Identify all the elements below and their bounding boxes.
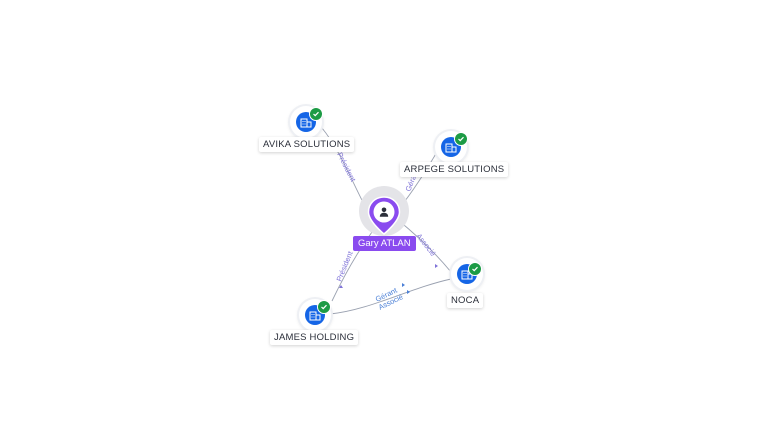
edge-james-noca	[329, 278, 452, 315]
person-marker[interactable]	[367, 196, 401, 241]
edge-arrow	[407, 290, 410, 294]
verified-check-icon	[317, 300, 331, 314]
company-label-james[interactable]: JAMES HOLDING	[270, 330, 359, 345]
verified-check-icon	[454, 132, 468, 146]
edge-label-noca: Associé	[414, 232, 437, 258]
edge-arrow	[402, 283, 405, 287]
edge-arrow	[339, 285, 343, 288]
company-label-avika[interactable]: AVIKA SOLUTIONS	[259, 137, 355, 152]
verified-check-icon	[468, 262, 482, 276]
person-name-label[interactable]: Gary ATLAN	[353, 236, 416, 251]
company-label-noca[interactable]: NOCA	[447, 293, 484, 308]
company-label-arpege[interactable]: ARPEGE SOLUTIONS	[400, 162, 509, 177]
edge-arrow	[435, 264, 438, 268]
edge-label-avika: Président	[335, 151, 358, 184]
verified-check-icon	[309, 107, 323, 121]
edge-label-james: Président	[335, 249, 356, 283]
person-icon	[379, 207, 389, 217]
